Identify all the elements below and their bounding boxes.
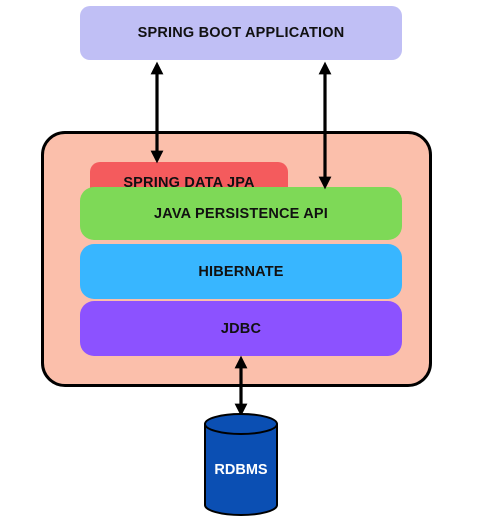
rdbms-label: RDBMS xyxy=(214,462,268,478)
jdbc-layer: JDBC xyxy=(80,301,402,356)
hibernate-layer: HIBERNATE xyxy=(80,244,402,299)
spring-boot-application-box: SPRING BOOT APPLICATION xyxy=(80,6,402,60)
java-persistence-api-layer: JAVA PERSISTENCE API xyxy=(80,187,402,240)
